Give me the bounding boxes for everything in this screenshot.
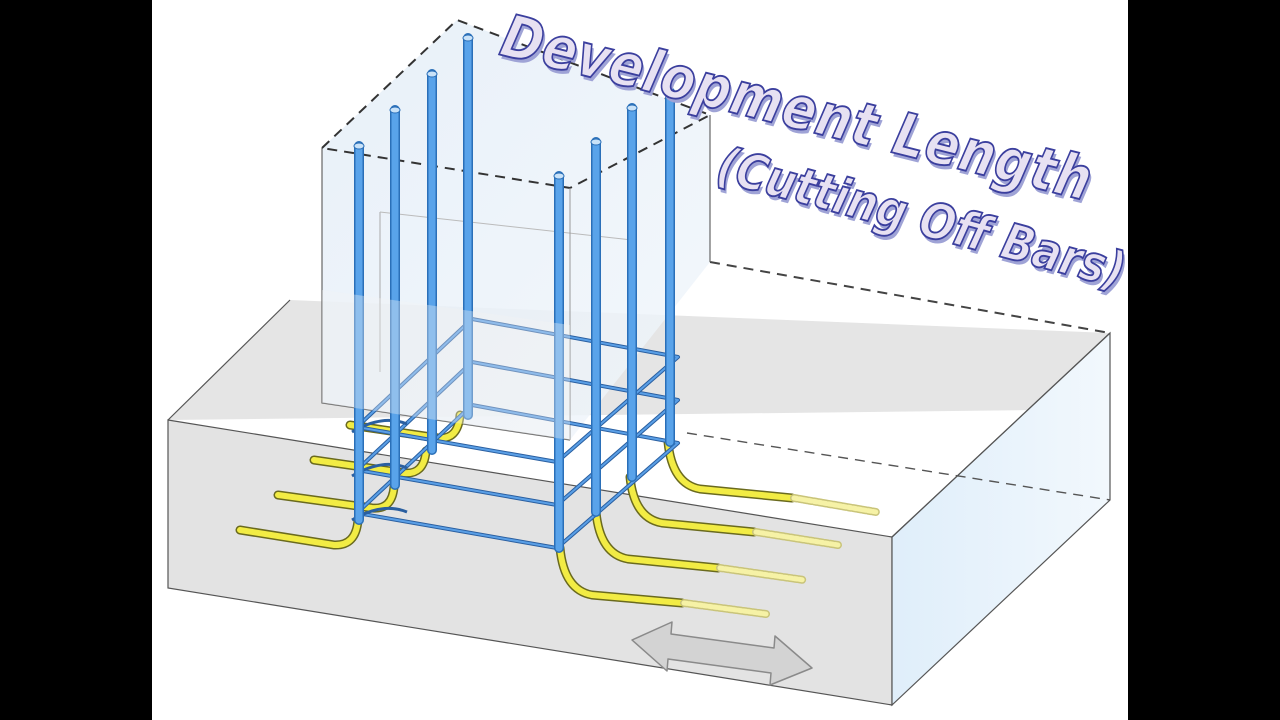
column-body — [322, 20, 710, 440]
footing-hidden-edge — [686, 432, 1111, 501]
diagram-canvas: Development Length (Cutting Off Bars) — [152, 0, 1128, 720]
column-front-left-edge — [321, 148, 571, 441]
development-bar — [235, 515, 363, 550]
development-bar — [663, 437, 880, 516]
footing-column-diagram — [167, 18, 1111, 707]
column-top-dashed — [321, 18, 713, 190]
vertical-bar — [626, 103, 638, 482]
vertical-bar — [426, 69, 438, 455]
column-inner-top — [379, 211, 633, 241]
vertical-bar — [590, 137, 602, 517]
development-bar — [273, 482, 399, 513]
vertical-bar — [462, 33, 474, 420]
development-bar — [591, 507, 808, 584]
column-front-face-overlay — [322, 290, 570, 440]
column — [321, 18, 713, 441]
double-headed-arrow-icon — [631, 621, 813, 686]
vertical-bar — [353, 141, 365, 525]
footing-top-front-edge — [891, 332, 1111, 538]
vertical-bar — [553, 171, 565, 553]
development-bar — [555, 543, 770, 618]
vertical-bars — [353, 33, 676, 553]
vertical-bar — [389, 105, 401, 490]
vertical-bar — [664, 87, 676, 447]
development-bar — [309, 446, 431, 478]
footing-top-edges — [167, 299, 291, 421]
